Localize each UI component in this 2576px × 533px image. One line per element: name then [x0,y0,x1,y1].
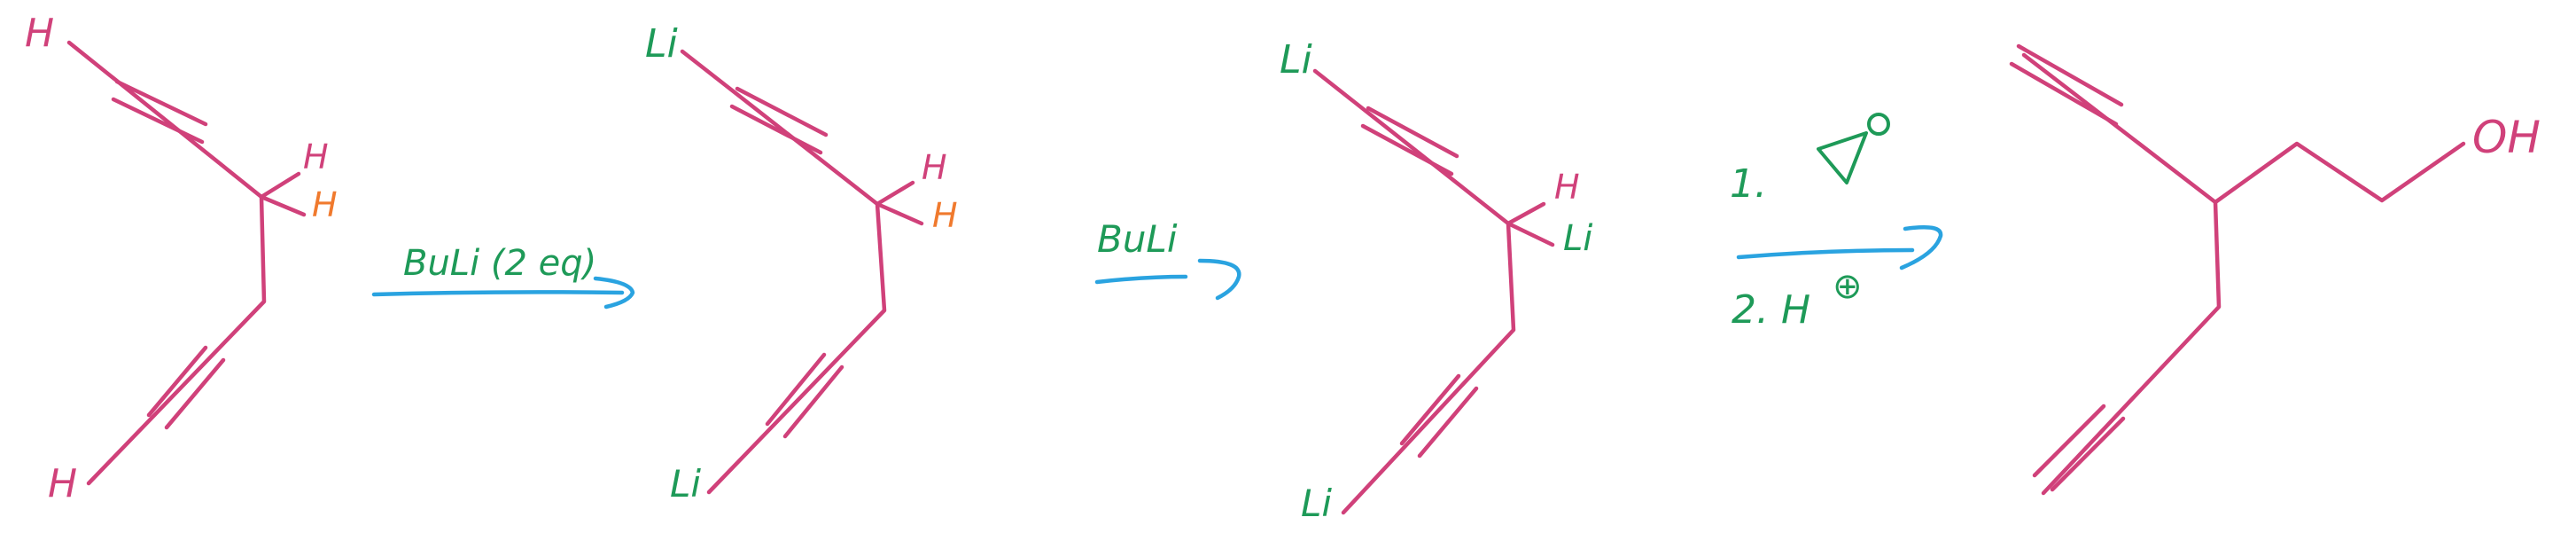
triple-bond-upper-line-1 [1360,123,1454,176]
triple-bond-upper-line-2 [735,86,829,137]
triple-bond-upper-line-1 [729,104,823,155]
arrow-shaft [1094,274,1188,285]
arrow-head [1899,225,1943,270]
molecule-1: H H H H [25,11,338,506]
ch-bond-lower [259,194,307,217]
bond-skeleton-main [2021,52,2222,496]
reaction-arrow-2: BuLi [1094,217,1241,301]
epoxide-ring-icon [1817,131,1868,184]
reagent-label: BuLi [1097,217,1178,261]
proton-charge-label: ⊕ [1833,266,1863,307]
bond-skeleton [680,49,887,495]
atom-label-top: H [25,11,54,56]
molecule-4-product: OH [2009,43,2541,496]
reaction-arrow-3: 1. 2. H ⊕ [1730,113,1943,333]
atom-label-center-lower: H [932,196,958,235]
triple-bond-lower-line-2 [2050,416,2126,492]
atom-label-bottom: H [48,461,77,506]
triple-bond-upper-line-2 [2016,43,2124,107]
atom-label-top: Li [1280,37,1313,82]
epoxide-oxygen-icon [1867,113,1890,136]
reaction-arrow-1: BuLi (2 eq) [371,243,635,310]
reagent-label: BuLi (2 eq) [403,243,596,284]
molecule-2: Li Li H H [645,21,958,506]
reagent-step-1-label: 1. [1730,161,1767,207]
arrow-shaft [371,290,625,297]
atom-label-top: Li [645,21,679,67]
triple-bond-lower-line-1 [765,352,827,427]
atom-label-center-upper: H [1554,168,1580,207]
bond-skeleton [1312,68,1516,515]
atom-label-bottom: Li [670,462,701,506]
atom-label-center-lower: H [312,185,338,224]
reagent-step-2-label: 2. H [1732,287,1810,333]
atom-label-bottom: Li [1301,482,1332,525]
arrow-head [1197,258,1241,301]
triple-bond-lower-line-2 [164,357,226,430]
triple-bond-lower-line-1 [1399,373,1461,446]
triple-bond-upper-line-2 [1366,106,1459,159]
hydroxyl-label: OH [2472,112,2541,163]
ch-bond-upper [1506,201,1546,226]
triple-bond-lower-line-1 [2032,404,2106,478]
triple-bond-lower-line-2 [782,364,844,439]
ch-bond-upper [259,171,301,200]
arrow-head [593,276,635,310]
ch-bond-upper [875,180,915,207]
bond-skeleton [66,40,267,486]
triple-bond-upper-line-1 [111,97,205,145]
triple-bond-upper-line-2 [114,79,208,127]
triple-bond-lower-line-1 [146,345,208,418]
alkyl-chain [2213,141,2466,205]
molecule-3: Li Li H Li [1280,37,1592,525]
arrow-shaft [1736,247,1915,260]
atom-label-center-upper: H [303,137,329,176]
ch-bond-lower [875,201,924,226]
atom-label-center-lower: Li [1563,218,1592,259]
triple-bond-lower-line-2 [1417,386,1479,459]
triple-bond-upper-line-1 [2009,61,2119,127]
c-li-bond-lower [1506,221,1555,247]
atom-label-center-upper: H [922,148,947,187]
